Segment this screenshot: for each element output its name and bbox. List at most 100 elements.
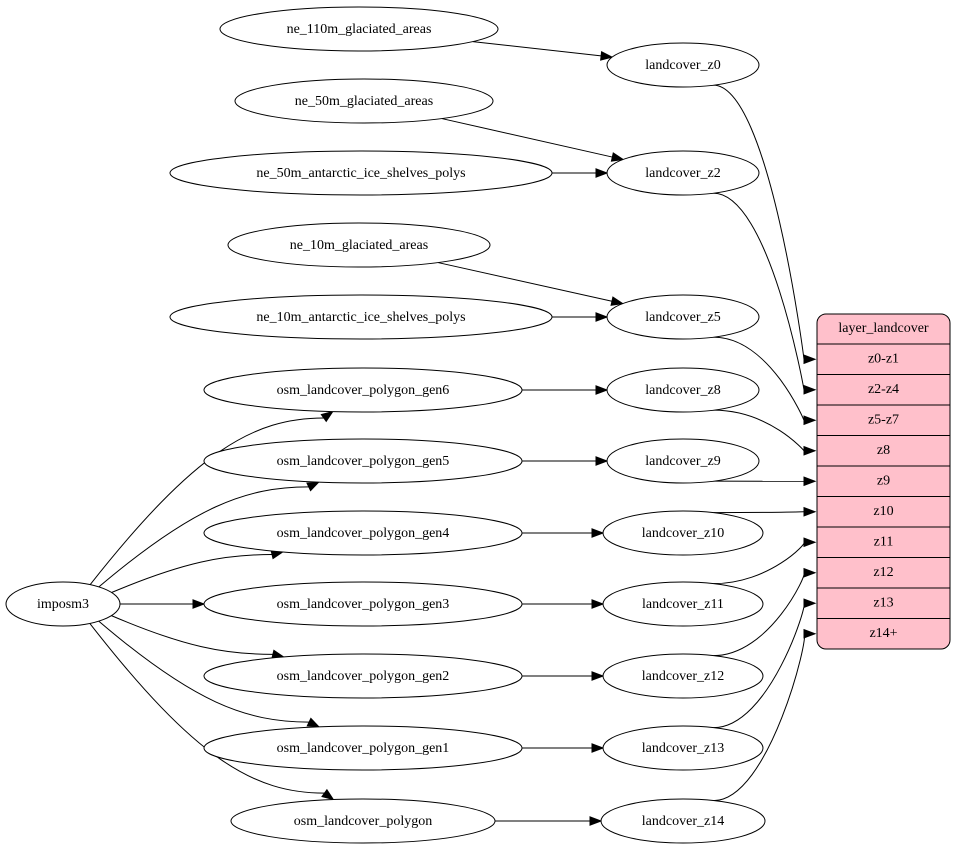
edge-arrowhead	[595, 456, 609, 466]
edge-landcover_z8-to-z8	[713, 409, 805, 452]
edge-arrowhead	[600, 50, 614, 61]
edge-arrowhead	[803, 567, 817, 578]
edge-arrowhead	[803, 537, 817, 548]
node-ellipse	[219, 6, 499, 52]
node-landcover_z11[interactable]: landcover_z11	[602, 581, 764, 627]
edge-imposm3-to-osm_landcover_polygon_gen4	[111, 554, 273, 593]
edge-imposm3-to-osm_landcover_polygon_gen1	[98, 620, 310, 723]
node-landcover_z5[interactable]: landcover_z5	[606, 294, 760, 340]
edge-arrowhead	[320, 410, 334, 423]
edge-arrowhead	[803, 506, 817, 517]
node-imposm3[interactable]: imposm3	[5, 581, 121, 627]
edge-ne_50m_glaciated_areas-to-landcover_z2	[441, 118, 613, 158]
node-osm_landcover_polygon_gen4[interactable]: osm_landcover_polygon_gen4	[203, 510, 523, 556]
edge-ne_10m_glaciated_areas-to-landcover_z5	[437, 262, 613, 302]
node-landcover_z2[interactable]: landcover_z2	[606, 150, 760, 196]
node-ellipse	[169, 294, 553, 340]
node-ellipse	[203, 510, 523, 556]
edge-arrowhead	[803, 415, 817, 426]
edge-imposm3-to-osm_landcover_polygon	[89, 623, 325, 794]
node-label: landcover_z0	[645, 58, 720, 73]
layer-landcover-table[interactable]: layer_landcoverz0-z1z2-z4z5-z7z8z9z10z11…	[816, 313, 951, 650]
node-label: landcover_z8	[645, 383, 720, 398]
edge-arrowhead	[591, 528, 605, 538]
table-header-label: layer_landcover	[838, 321, 929, 336]
edge-arrowhead	[803, 628, 817, 639]
edge-arrowhead	[591, 743, 605, 753]
node-ellipse	[234, 78, 494, 124]
node-ellipse	[203, 581, 523, 627]
node-label: ne_50m_antarctic_ice_shelves_polys	[256, 166, 465, 181]
node-label: landcover_z13	[642, 741, 724, 756]
node-label: ne_50m_glaciated_areas	[295, 94, 433, 109]
node-label: landcover_z14	[642, 814, 724, 829]
node-label: osm_landcover_polygon_gen1	[277, 741, 450, 756]
node-ne_50m_antarctic_ice_shelves_polys[interactable]: ne_50m_antarctic_ice_shelves_polys	[169, 150, 553, 196]
node-ne_50m_glaciated_areas[interactable]: ne_50m_glaciated_areas	[234, 78, 494, 124]
node-ellipse	[5, 581, 121, 627]
node-label: imposm3	[37, 597, 89, 612]
node-ellipse	[203, 367, 523, 413]
node-ellipse	[230, 798, 496, 844]
edge-arrowhead	[192, 599, 206, 609]
node-ellipse	[606, 438, 760, 484]
node-ellipse	[203, 725, 523, 771]
node-ne_10m_glaciated_areas[interactable]: ne_10m_glaciated_areas	[227, 222, 491, 268]
node-ellipse	[602, 581, 764, 627]
node-ne_110m_glaciated_areas[interactable]: ne_110m_glaciated_areas	[219, 6, 499, 52]
edge-landcover_z10-to-z10	[713, 511, 805, 514]
node-label: landcover_z12	[642, 669, 724, 684]
node-landcover_z13[interactable]: landcover_z13	[602, 725, 764, 771]
edge-arrowhead	[591, 599, 605, 609]
node-label: osm_landcover_polygon	[294, 814, 432, 829]
node-osm_landcover_polygon[interactable]: osm_landcover_polygon	[230, 798, 496, 844]
node-osm_landcover_polygon_gen2[interactable]: osm_landcover_polygon_gen2	[203, 653, 523, 699]
node-ellipse	[203, 438, 523, 484]
edge-arrowhead	[306, 717, 321, 728]
edge-arrowhead	[591, 671, 605, 681]
edge-landcover_z13-to-z13	[713, 602, 805, 729]
node-ellipse	[606, 367, 760, 413]
node-landcover_z0[interactable]: landcover_z0	[606, 42, 760, 88]
node-label: ne_10m_antarctic_ice_shelves_polys	[256, 310, 465, 325]
table-row-label: z11	[874, 534, 894, 549]
node-osm_landcover_polygon_gen5[interactable]: osm_landcover_polygon_gen5	[203, 438, 523, 484]
node-ellipse	[602, 725, 764, 771]
edge-landcover_z5-to-z5-z7	[713, 336, 805, 421]
node-ellipse	[606, 42, 760, 88]
edge-arrowhead	[610, 296, 625, 306]
node-ellipse	[203, 653, 523, 699]
table-row-label: z12	[873, 565, 893, 580]
edge-arrowhead	[803, 598, 817, 609]
node-landcover_z14[interactable]: landcover_z14	[600, 798, 766, 844]
node-label: landcover_z5	[645, 310, 720, 325]
node-label: osm_landcover_polygon_gen4	[277, 526, 450, 541]
node-ellipse	[606, 294, 760, 340]
edge-arrowhead	[803, 476, 817, 487]
table-row-label: z5-z7	[868, 412, 899, 427]
node-ne_10m_antarctic_ice_shelves_polys[interactable]: ne_10m_antarctic_ice_shelves_polys	[169, 294, 553, 340]
node-osm_landcover_polygon_gen6[interactable]: osm_landcover_polygon_gen6	[203, 367, 523, 413]
node-landcover_z9[interactable]: landcover_z9	[606, 438, 760, 484]
node-label: landcover_z10	[642, 526, 724, 541]
node-ellipse	[606, 150, 760, 196]
table-row-label: z14+	[869, 626, 897, 641]
edge-arrowhead	[803, 354, 817, 365]
table-row-label: z13	[873, 595, 893, 610]
node-osm_landcover_polygon_gen3[interactable]: osm_landcover_polygon_gen3	[203, 581, 523, 627]
edge-ne_110m_glaciated_areas-to-landcover_z0	[472, 41, 602, 57]
node-landcover_z10[interactable]: landcover_z10	[602, 510, 764, 556]
edge-arrowhead	[595, 385, 609, 395]
node-landcover_z12[interactable]: landcover_z12	[602, 653, 764, 699]
node-ellipse	[227, 222, 491, 268]
node-osm_landcover_polygon_gen1[interactable]: osm_landcover_polygon_gen1	[203, 725, 523, 771]
node-landcover_z8[interactable]: landcover_z8	[606, 367, 760, 413]
edge-arrowhead	[306, 481, 320, 492]
node-label: landcover_z11	[642, 597, 724, 612]
table-row-label: z9	[877, 473, 890, 488]
table-row-label: z8	[877, 443, 890, 458]
table-row-label: z10	[873, 504, 893, 519]
node-ellipse	[602, 653, 764, 699]
node-ellipse	[602, 510, 764, 556]
